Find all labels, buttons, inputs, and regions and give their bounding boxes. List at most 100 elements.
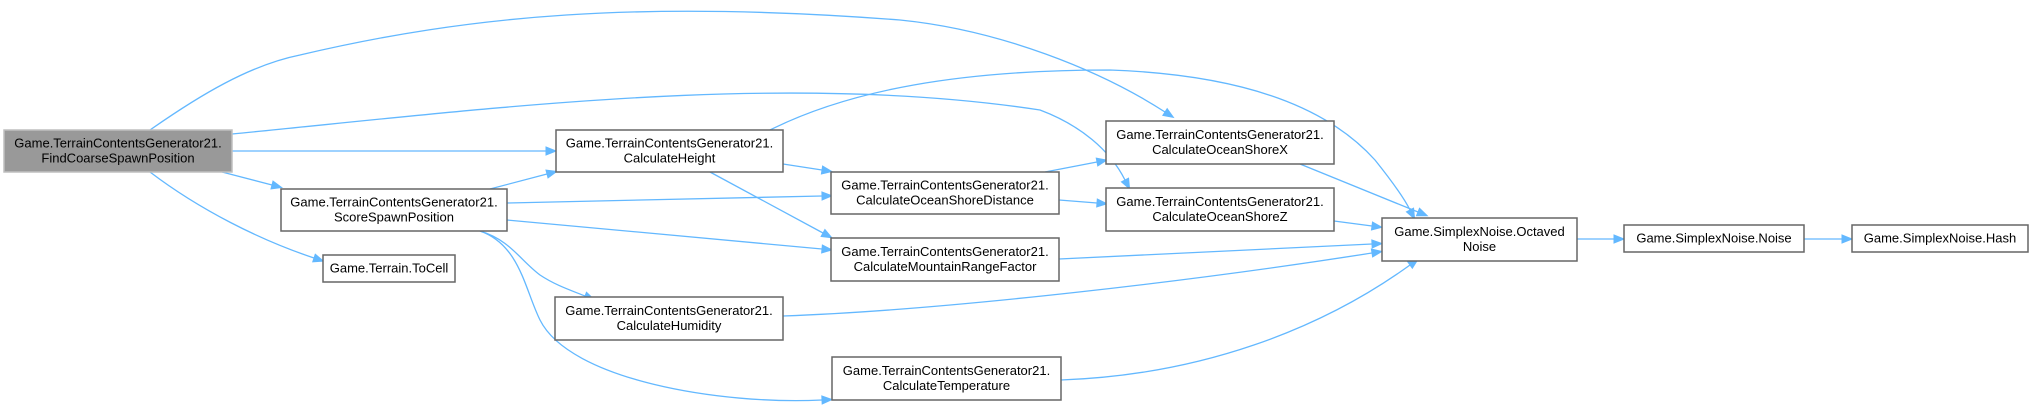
- edge-line: [769, 69, 1411, 211]
- node-label: Game.TerrainContentsGenerator21.: [565, 303, 772, 318]
- node-box[interactable]: [554, 296, 784, 341]
- edge-height-to-mountain: [709, 171, 833, 239]
- edge-line: [1058, 199, 1098, 204]
- edge-line: [1058, 243, 1373, 260]
- edge-line: [1060, 264, 1411, 381]
- edge-line: [506, 195, 823, 204]
- node-label: CalculateHumidity: [617, 318, 722, 333]
- node-humidity[interactable]: Game.TerrainContentsGenerator21.Calculat…: [554, 296, 784, 341]
- arrowhead-icon: [821, 395, 834, 405]
- node-label: CalculateTemperature: [883, 378, 1010, 393]
- arrowhead-icon: [820, 228, 833, 239]
- arrowhead-icon: [545, 146, 558, 156]
- node-label: Noise: [1463, 239, 1496, 254]
- node-label: CalculateOceanShoreX: [1152, 142, 1288, 157]
- edge-noise-to-hash: [1804, 234, 1854, 244]
- edge-find-to-shorex: [149, 10, 1175, 131]
- edge-find-to-tocell: [149, 171, 325, 263]
- arrowhead-icon: [270, 180, 283, 190]
- node-label: Game.SimplexNoise.Noise: [1636, 231, 1791, 246]
- node-score[interactable]: Game.TerrainContentsGenerator21.ScoreSpa…: [280, 188, 508, 232]
- arrowhead-icon: [545, 169, 558, 179]
- arrowhead-icon: [1120, 177, 1131, 191]
- node-label: Game.TerrainContentsGenerator21.: [843, 363, 1050, 378]
- edge-line: [782, 252, 1373, 317]
- arrowhead-icon: [312, 253, 325, 263]
- arrowhead-icon: [1841, 234, 1854, 244]
- node-box[interactable]: [1105, 120, 1335, 165]
- edge-score-to-humidity: [479, 230, 596, 301]
- node-label: Game.TerrainContentsGenerator21.: [841, 178, 1048, 193]
- edge-find-to-score: [221, 171, 283, 190]
- edge-shorex-to-octaved: [1299, 163, 1429, 217]
- node-mountain[interactable]: Game.TerrainContentsGenerator21.Calculat…: [830, 237, 1060, 282]
- arrowhead-icon: [1415, 207, 1429, 217]
- node-shorex[interactable]: Game.TerrainContentsGenerator21.Calculat…: [1105, 120, 1335, 165]
- edge-mountain-to-octaved: [1058, 239, 1384, 260]
- edge-line: [479, 230, 823, 402]
- node-box[interactable]: [831, 356, 1062, 401]
- edge-line: [479, 230, 586, 297]
- arrowhead-icon: [821, 191, 834, 201]
- node-label: Game.Terrain.ToCell: [330, 261, 449, 276]
- node-box[interactable]: [830, 237, 1060, 282]
- edge-humidity-to-octaved: [782, 248, 1384, 317]
- node-label: CalculateHeight: [624, 151, 716, 166]
- node-label: CalculateMountainRangeFactor: [854, 259, 1037, 274]
- node-label: Game.TerrainContentsGenerator21.: [14, 136, 221, 151]
- arrowhead-icon: [1370, 248, 1384, 258]
- edge-line: [1333, 220, 1373, 227]
- edge-temperature-to-octaved: [1060, 258, 1420, 381]
- node-label: CalculateOceanShoreZ: [1152, 209, 1287, 224]
- edge-find-to-shorez: [231, 92, 1131, 191]
- node-label: Game.SimplexNoise.Octaved: [1394, 224, 1565, 239]
- node-temperature[interactable]: Game.TerrainContentsGenerator21.Calculat…: [831, 356, 1062, 401]
- edge-line: [149, 10, 1166, 131]
- edge-shorez-to-octaved: [1333, 220, 1384, 231]
- node-box[interactable]: [555, 129, 784, 173]
- arrowhead-icon: [1370, 221, 1384, 231]
- edge-shoredist-to-shorez: [1058, 198, 1109, 208]
- arrowhead-icon: [1371, 239, 1384, 249]
- node-box[interactable]: [3, 129, 233, 173]
- node-height[interactable]: Game.TerrainContentsGenerator21.Calculat…: [555, 129, 784, 173]
- node-box[interactable]: [1381, 217, 1578, 262]
- node-label: Game.SimplexNoise.Hash: [1864, 231, 2016, 246]
- node-box[interactable]: [322, 254, 456, 283]
- node-noise[interactable]: Game.SimplexNoise.Noise: [1623, 224, 1805, 253]
- node-label: Game.TerrainContentsGenerator21.: [841, 244, 1048, 259]
- node-shoredist[interactable]: Game.TerrainContentsGenerator21.Calculat…: [830, 171, 1060, 215]
- edge-line: [506, 219, 823, 250]
- node-find[interactable]: Game.TerrainContentsGenerator21.FindCoar…: [3, 129, 233, 173]
- node-hash[interactable]: Game.SimplexNoise.Hash: [1851, 224, 2029, 253]
- node-tocell[interactable]: Game.Terrain.ToCell: [322, 254, 456, 283]
- arrowhead-icon: [1096, 198, 1109, 208]
- edge-shoredist-to-shorex: [1044, 157, 1109, 173]
- edge-line: [1299, 163, 1419, 213]
- node-box[interactable]: [1623, 224, 1805, 253]
- node-label: Game.TerrainContentsGenerator21.: [290, 195, 497, 210]
- edge-line: [709, 171, 824, 234]
- edge-line: [489, 173, 548, 190]
- node-box[interactable]: [280, 188, 508, 232]
- node-label: Game.TerrainContentsGenerator21.: [1116, 194, 1323, 209]
- edge-score-to-temperature: [479, 230, 834, 405]
- edge-line: [221, 171, 273, 186]
- arrowhead-icon: [1405, 207, 1416, 221]
- edge-score-to-shoredist: [506, 191, 834, 204]
- edge-score-to-height: [489, 169, 558, 190]
- node-box[interactable]: [1851, 224, 2029, 253]
- node-box[interactable]: [1105, 187, 1335, 232]
- node-label: Game.TerrainContentsGenerator21.: [566, 136, 773, 151]
- node-box[interactable]: [830, 171, 1060, 215]
- node-shorez[interactable]: Game.TerrainContentsGenerator21.Calculat…: [1105, 187, 1335, 232]
- arrowhead-icon: [821, 244, 834, 254]
- edges-layer: [149, 10, 1854, 405]
- edge-line: [1044, 161, 1098, 173]
- node-label: Game.TerrainContentsGenerator21.: [1116, 127, 1323, 142]
- arrowhead-icon: [1095, 157, 1109, 167]
- edge-line: [149, 171, 315, 259]
- edge-score-to-mountain: [506, 219, 834, 254]
